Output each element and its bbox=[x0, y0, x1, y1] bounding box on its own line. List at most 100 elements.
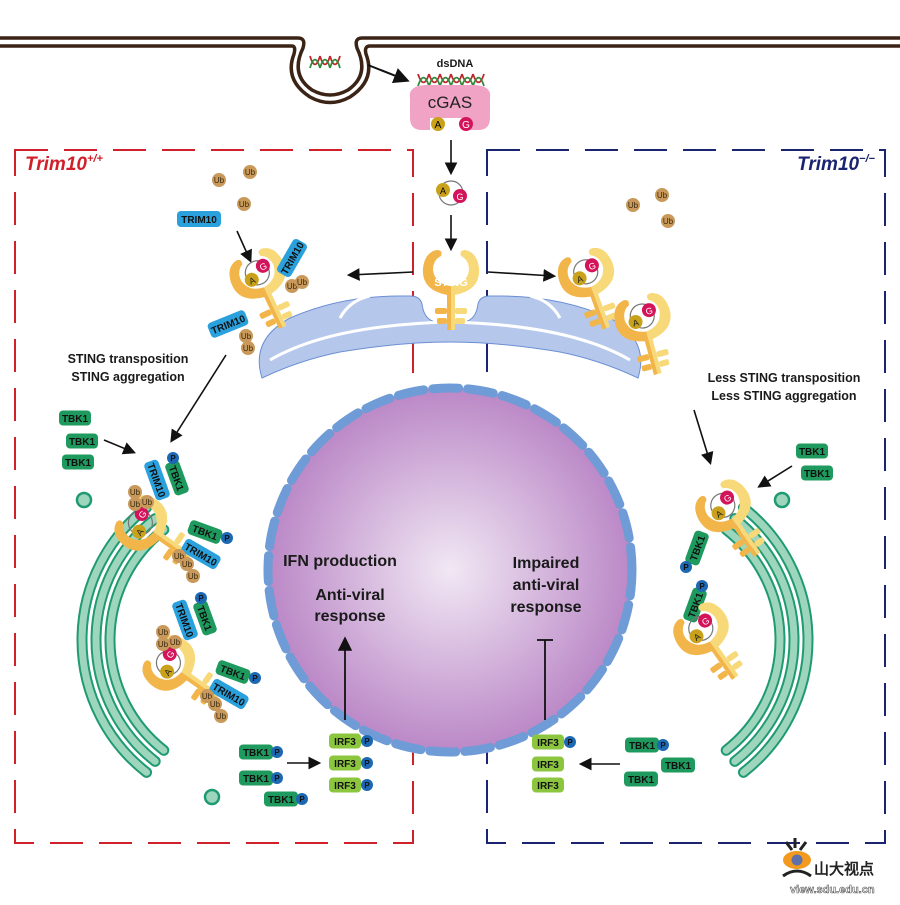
ubiquitin: Ub bbox=[128, 485, 142, 499]
watermark-url: view.sdu.edu.cn bbox=[790, 884, 875, 896]
arrow-sting-to-wildtype bbox=[346, 268, 414, 281]
tbk1-protein: TBK1 bbox=[801, 465, 833, 481]
sting-label: STING bbox=[434, 277, 468, 289]
wildtype-golgi bbox=[75, 491, 221, 806]
svg-text:Ub: Ub bbox=[214, 176, 225, 185]
nucleus-wt-line-1: IFN production bbox=[283, 553, 397, 570]
nucleus-wt-line-2: Anti-viral bbox=[315, 587, 384, 604]
watermark-logo: 山大视点 view.sdu.edu.cn bbox=[782, 838, 875, 896]
phosphate: P bbox=[680, 561, 692, 573]
tbk1-protein: TBK1 bbox=[625, 737, 659, 753]
svg-text:Ub: Ub bbox=[174, 552, 185, 561]
ubiquitin: Ub bbox=[241, 341, 255, 355]
arrow-er-to-golgi-wildtype bbox=[170, 354, 227, 443]
svg-text:Ub: Ub bbox=[239, 200, 250, 209]
knockout-sting-2: AG bbox=[614, 293, 671, 376]
svg-text:Ub: Ub bbox=[182, 560, 193, 569]
phosphate: P bbox=[271, 746, 283, 758]
svg-text:G: G bbox=[700, 615, 711, 627]
irf3-protein: IRF3 bbox=[329, 777, 361, 793]
svg-text:TRIM10: TRIM10 bbox=[181, 215, 217, 226]
ubiquitin: Ub bbox=[295, 275, 309, 289]
svg-text:P: P bbox=[699, 582, 705, 591]
tbk1-protein: TBK1 bbox=[624, 771, 658, 787]
endosome-dna-helix bbox=[309, 55, 341, 69]
svg-text:A: A bbox=[247, 275, 257, 287]
phosphate: P bbox=[696, 580, 708, 592]
svg-text:Ub: Ub bbox=[158, 640, 169, 649]
svg-text:A: A bbox=[632, 317, 640, 328]
ubiquitin: Ub bbox=[186, 569, 200, 583]
tbk1-protein: TBK1 bbox=[59, 410, 91, 426]
irf3-protein: IRF3 bbox=[532, 756, 564, 772]
nucleus-ko-line-1: Impaired bbox=[513, 555, 580, 572]
knockout-golgi-sting-2: AG bbox=[673, 602, 743, 680]
ubiquitin: Ub bbox=[655, 188, 669, 202]
knockout-sting-1: AG bbox=[557, 247, 617, 330]
ubiquitin: Ub bbox=[156, 625, 170, 639]
svg-text:Ub: Ub bbox=[130, 500, 141, 509]
svg-text:A: A bbox=[134, 527, 146, 538]
svg-text:Ub: Ub bbox=[170, 638, 181, 647]
tbk1-protein: TBK1 bbox=[661, 757, 695, 773]
ubiquitin: Ub bbox=[212, 173, 226, 187]
ubiquitin: Ub bbox=[237, 197, 251, 211]
svg-text:G: G bbox=[722, 492, 733, 504]
svg-text:Ub: Ub bbox=[287, 282, 298, 291]
svg-text:P: P bbox=[364, 737, 370, 746]
svg-text:P: P bbox=[274, 748, 280, 757]
svg-text:TBK1: TBK1 bbox=[194, 604, 213, 633]
svg-text:TBK1: TBK1 bbox=[268, 795, 295, 806]
ubiquitin: Ub bbox=[140, 495, 154, 509]
svg-text:IRF3: IRF3 bbox=[537, 738, 559, 749]
adenine-label: A bbox=[435, 120, 442, 131]
svg-text:TBK1: TBK1 bbox=[804, 469, 831, 480]
svg-text:IRF3: IRF3 bbox=[537, 781, 559, 792]
wildtype-process-line-2: STING aggregation bbox=[71, 370, 184, 384]
svg-text:P: P bbox=[660, 741, 666, 750]
tbk1-protein: TBK1 bbox=[66, 433, 98, 449]
knockout-process-line-2: Less STING aggregation bbox=[711, 389, 856, 403]
dsdna-label: dsDNA bbox=[437, 58, 474, 70]
svg-text:Ub: Ub bbox=[245, 168, 256, 177]
phosphate: P bbox=[195, 592, 207, 604]
svg-text:TBK1: TBK1 bbox=[629, 741, 656, 752]
svg-text:TBK1: TBK1 bbox=[665, 761, 692, 772]
svg-text:Ub: Ub bbox=[216, 712, 227, 721]
svg-text:P: P bbox=[299, 795, 305, 804]
phosphate: P bbox=[361, 757, 373, 769]
ubiquitin: Ub bbox=[168, 635, 182, 649]
svg-text:Ub: Ub bbox=[142, 498, 153, 507]
ubiquitin: Ub bbox=[128, 497, 142, 511]
svg-text:Ub: Ub bbox=[202, 692, 213, 701]
svg-text:A: A bbox=[714, 508, 725, 520]
svg-text:P: P bbox=[683, 563, 689, 572]
knockout-process-line-1: Less STING transposition bbox=[708, 371, 861, 385]
svg-text:Ub: Ub bbox=[188, 572, 199, 581]
svg-text:TBK1: TBK1 bbox=[190, 524, 219, 543]
nucleus bbox=[263, 383, 637, 757]
tbk1-protein: TBK1 bbox=[239, 770, 273, 786]
svg-text:Ub: Ub bbox=[663, 217, 674, 226]
irf3-protein: IRF3 bbox=[329, 733, 361, 749]
svg-text:G: G bbox=[587, 260, 597, 272]
wildtype-panel-title: Trim10+/+ bbox=[25, 153, 103, 175]
knockout-golgi bbox=[720, 491, 814, 778]
nucleus-ko-line-2: anti-viral bbox=[513, 577, 580, 594]
ubiquitin: Ub bbox=[239, 329, 253, 343]
trim10-protein: TRIM10 bbox=[177, 211, 221, 227]
svg-text:A: A bbox=[692, 631, 703, 643]
nucleus-ko-line-3: response bbox=[510, 599, 581, 616]
svg-text:P: P bbox=[274, 774, 280, 783]
svg-text:Ub: Ub bbox=[657, 191, 668, 200]
guanine-label: G bbox=[456, 192, 463, 202]
svg-text:Ub: Ub bbox=[130, 488, 141, 497]
svg-text:P: P bbox=[224, 534, 230, 543]
tbk1-protein: TBK1 bbox=[62, 454, 94, 470]
cgas-enzyme: cGAS A G bbox=[409, 85, 491, 131]
phosphate: P bbox=[564, 736, 576, 748]
svg-text:Ub: Ub bbox=[241, 332, 252, 341]
tbk1-protein: TBK1 bbox=[239, 744, 273, 760]
